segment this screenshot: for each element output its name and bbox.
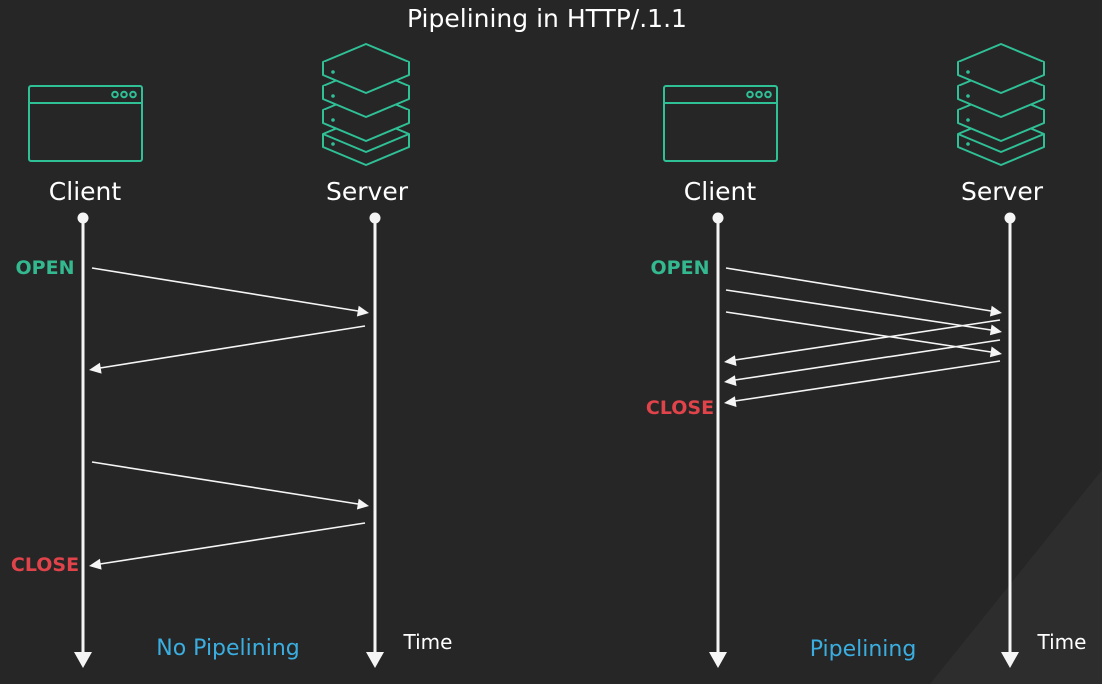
open-label: OPEN [651,257,710,279]
open-label: OPEN [16,257,75,279]
time-label: Time [1037,630,1087,654]
request-arrow [725,289,1002,336]
server-stack-icon [957,43,1045,166]
request-arrow [725,267,1002,317]
diagram-title: Pipelining in HTTP/.1.1 [407,4,687,33]
time-label: Time [403,630,453,654]
response-arrow [724,319,1001,366]
response-arrow [89,522,366,570]
client-label: Client [49,177,122,206]
server-lifeline [1001,212,1019,668]
request-arrow [725,311,1002,358]
response-arrow [724,360,1001,407]
mode-label: No Pipelining [156,636,300,661]
request-arrow [91,267,369,317]
browser-window-icon [28,85,143,162]
background-sheen [930,470,1102,684]
close-label: CLOSE [11,554,79,576]
panel-pipelining: Client Server OPEN CLOSE [646,43,1087,668]
mode-label: Pipelining [810,637,917,662]
server-label: Server [961,177,1044,206]
close-label: CLOSE [646,397,714,419]
panel-no-pipelining: Client Server OPEN CLOSE [11,43,453,668]
browser-window-icon [663,85,778,162]
request-arrow [91,461,369,510]
server-stack-icon [322,43,410,166]
response-arrow [724,339,1001,386]
client-lifeline [709,212,727,668]
client-lifeline [74,212,92,668]
client-label: Client [684,177,757,206]
response-arrow [89,325,366,374]
server-label: Server [326,177,409,206]
server-lifeline [366,212,384,668]
